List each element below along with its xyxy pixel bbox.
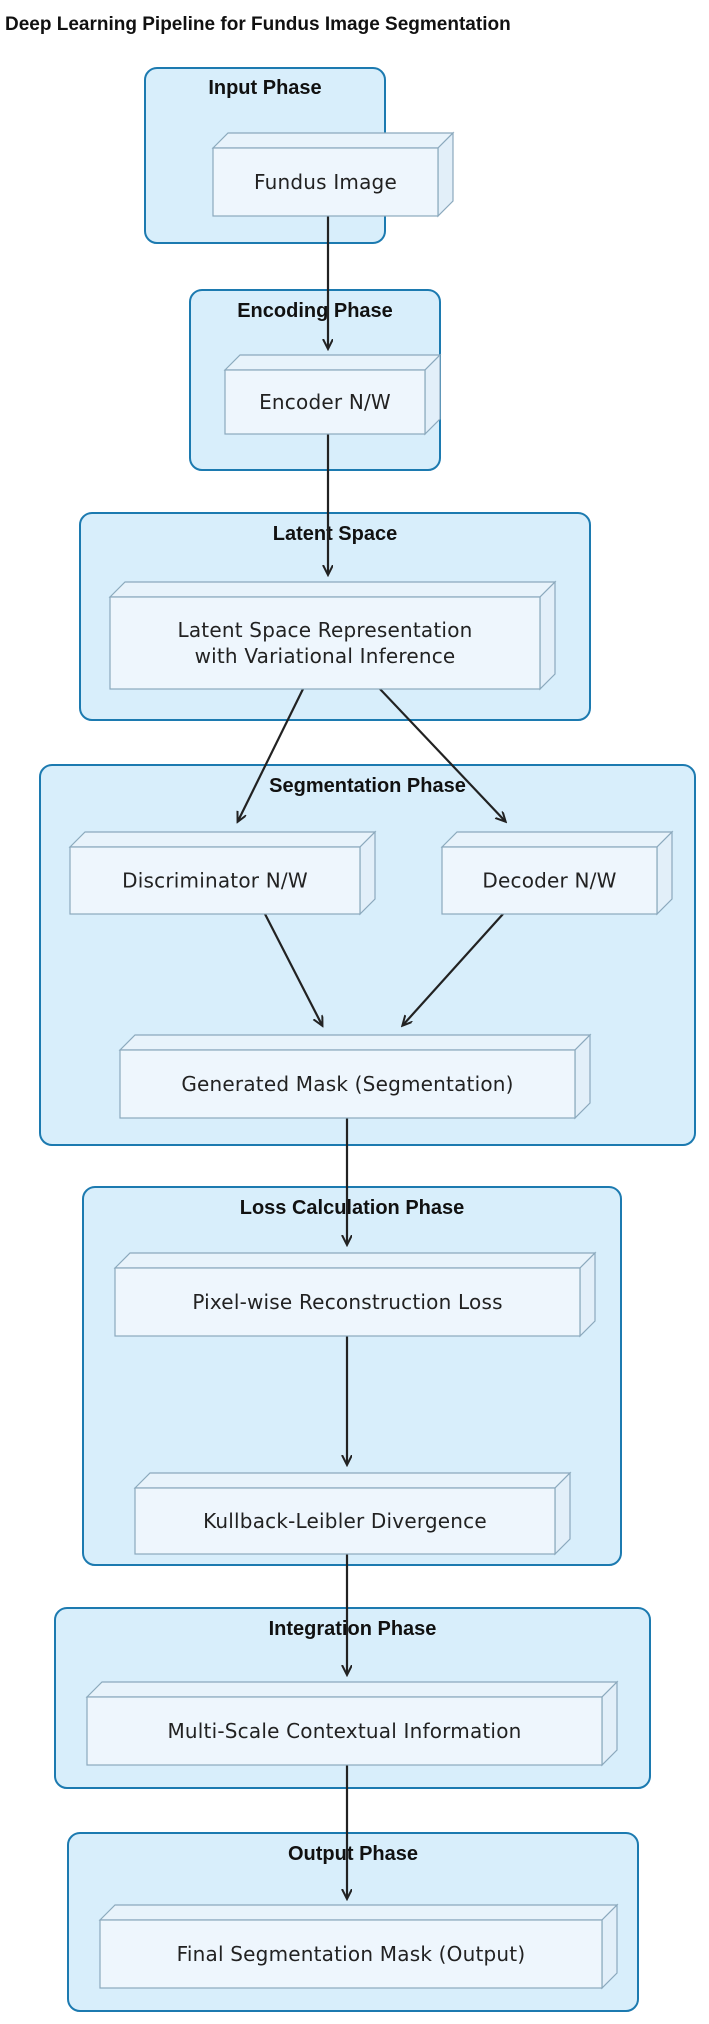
node-multiscale_context: Multi-Scale Contextual Information [85,1680,619,1767]
arrow-latent_representation-to-discriminator [238,688,304,821]
node-decoder: Decoder N/W [440,830,674,916]
arrow-decoder-to-generated_mask [403,913,504,1025]
node-label-discriminator: Discriminator N/W [122,869,308,893]
arrow-latent_representation-to-decoder [379,688,505,821]
node-final_mask: Final Segmentation Mask (Output) [98,1903,619,1990]
node-label-decoder: Decoder N/W [482,869,616,893]
node-generated_mask: Generated Mask (Segmentation) [118,1033,592,1120]
diagram-title: Deep Learning Pipeline for Fundus Image … [5,14,511,35]
phase-title-output: Output Phase [288,1843,418,1865]
phase-title-segmentation: Segmentation Phase [269,775,466,797]
phase-title-integration: Integration Phase [269,1618,437,1640]
node-kl_divergence: Kullback-Leibler Divergence [133,1471,572,1556]
arrow-discriminator-to-generated_mask [264,913,322,1025]
node-discriminator: Discriminator N/W [68,830,377,916]
phase-title-input: Input Phase [208,77,321,99]
node-label-multiscale_context: Multi-Scale Contextual Information [167,1719,521,1743]
node-label-kl_divergence: Kullback-Leibler Divergence [203,1509,487,1533]
phase-title-loss: Loss Calculation Phase [240,1197,465,1219]
phase-title-encoding: Encoding Phase [237,300,393,322]
phase-title-latent: Latent Space [273,523,397,545]
node-fundus_image: Fundus Image [211,131,455,218]
node-label-fundus_image: Fundus Image [254,170,397,194]
node-label-final_mask: Final Segmentation Mask (Output) [177,1942,526,1966]
node-reconstruction_loss: Pixel-wise Reconstruction Loss [113,1251,597,1338]
node-encoder: Encoder N/W [223,353,442,436]
edges-layer [238,216,505,1898]
node-label-encoder: Encoder N/W [259,390,391,414]
node-label-reconstruction_loss: Pixel-wise Reconstruction Loss [192,1290,502,1314]
node-label-generated_mask: Generated Mask (Segmentation) [181,1072,513,1096]
